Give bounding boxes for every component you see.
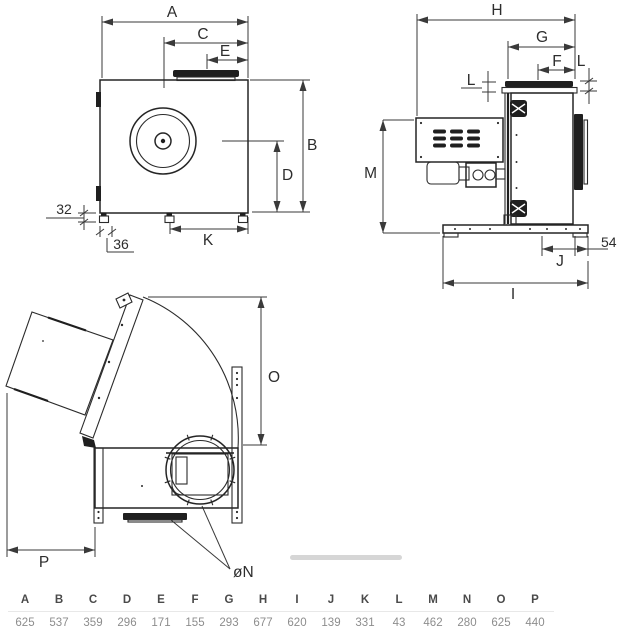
motor-vents (433, 129, 480, 148)
door-clamp-bottom (510, 200, 527, 217)
dim-label-l-left: L (467, 72, 476, 89)
bottom-outlet-flange (123, 513, 187, 520)
dim-label-b: B (307, 137, 317, 154)
table-value-J: 139 (321, 617, 341, 629)
dim-label-base-overhang: 54 (601, 234, 617, 250)
table-col-header-L: L (395, 594, 403, 606)
table-value-P: 440 (525, 617, 545, 629)
dim-label-h: H (491, 2, 502, 19)
table-value-K: 331 (355, 617, 375, 629)
side-view: H G F L L M 54 J (364, 2, 617, 303)
table-col-header-N: N (462, 594, 472, 606)
impeller-hub (154, 132, 172, 150)
top-discharge-flange (173, 70, 239, 77)
open-view-casing (94, 447, 239, 509)
table-col-header-M: M (428, 594, 438, 606)
table-value-C: 359 (83, 617, 103, 629)
dim-label-foot-inset: 36 (113, 236, 129, 252)
dim-label-f: F (552, 53, 561, 70)
left-hinge-bottom (96, 186, 101, 201)
door-clamp-top (510, 100, 527, 117)
dim-label-d: D (282, 167, 293, 184)
table-value-M: 462 (423, 617, 443, 629)
motor-housing (415, 117, 504, 163)
dim-label-p: P (39, 554, 49, 571)
dim-label-hole-diameter: øN (233, 564, 254, 580)
bracket-left (93, 447, 104, 524)
table-value-F: 155 (185, 617, 205, 629)
table-col-header-B: B (54, 594, 64, 606)
table-value-E: 171 (151, 617, 171, 629)
cable-gland-1 (472, 169, 484, 181)
table-value-B: 537 (49, 617, 69, 629)
front-casing (99, 79, 249, 214)
dimensions-table: A B C D E F G H I J K L M N O P 625 537 359 296 171 155 293 67… (8, 592, 554, 631)
foot-left (98, 212, 110, 224)
table-col-header-C: C (88, 594, 98, 606)
left-hinge-top (96, 92, 101, 107)
outlet-flange (574, 114, 583, 190)
table-col-header-P: P (531, 594, 539, 606)
table-col-header-F: F (191, 594, 199, 606)
table-value-G: 293 (219, 617, 239, 629)
inlet-bolt-ticks (164, 434, 236, 506)
junction-box (465, 162, 497, 188)
dim-label-l-right: L (577, 53, 586, 70)
inlet-ring-open (165, 435, 235, 505)
dim-label-foot-height: 32 (56, 201, 72, 217)
foot-middle (164, 212, 175, 224)
table-value-L: 43 (392, 617, 406, 629)
table-value-N: 280 (457, 617, 477, 629)
door-panel-open (5, 311, 114, 416)
cable-gland-2 (484, 169, 496, 181)
front-view: A C E B D K 32 36 (46, 4, 317, 253)
dim-label-g: G (536, 29, 548, 46)
foot-right (237, 212, 249, 224)
table-header-row: A B C D E F G H I J K L M N O P (8, 592, 554, 611)
door-hinge (82, 436, 96, 448)
dim-label-c: C (197, 26, 208, 43)
table-col-header-E: E (157, 594, 165, 606)
fan-dimension-drawing: A C E B D K 32 36 (5, 2, 617, 581)
table-col-header-H: H (258, 594, 268, 606)
dim-label-m: M (364, 165, 377, 182)
table-value-A: 625 (15, 617, 35, 629)
table-value-D: 296 (117, 617, 137, 629)
dim-label-i: I (511, 286, 515, 303)
inlet-ring (129, 107, 197, 175)
table-col-header-K: K (360, 594, 370, 606)
dim-label-o: O (268, 369, 280, 386)
bracket-right (231, 366, 243, 524)
inner-duct-opening (171, 453, 229, 496)
side-casing (510, 92, 574, 225)
dim-label-a: A (167, 4, 178, 21)
motor-end-bell (426, 161, 460, 185)
door-frame-strip (79, 294, 144, 439)
table-col-header-I: I (295, 594, 299, 606)
table-scrollbar-thumb[interactable] (290, 555, 402, 560)
door-swing-arc (142, 296, 239, 449)
table-col-header-J: J (327, 594, 335, 606)
dim-label-k: K (203, 232, 214, 249)
table-value-H: 677 (253, 617, 273, 629)
table-col-header-A: A (20, 594, 30, 606)
open-door-view: O P øN (5, 292, 280, 581)
top-flange-side (505, 81, 573, 87)
table-values-row: 625 537 359 296 171 155 293 677 620 139 331 43 462 28… (8, 611, 554, 631)
table-value-O: 625 (491, 617, 511, 629)
dim-label-j: J (556, 253, 564, 270)
dim-label-e: E (220, 43, 230, 60)
table-col-header-O: O (496, 594, 506, 606)
table-value-I: 620 (287, 617, 307, 629)
table-col-header-G: G (224, 594, 234, 606)
table-col-header-D: D (122, 594, 132, 606)
